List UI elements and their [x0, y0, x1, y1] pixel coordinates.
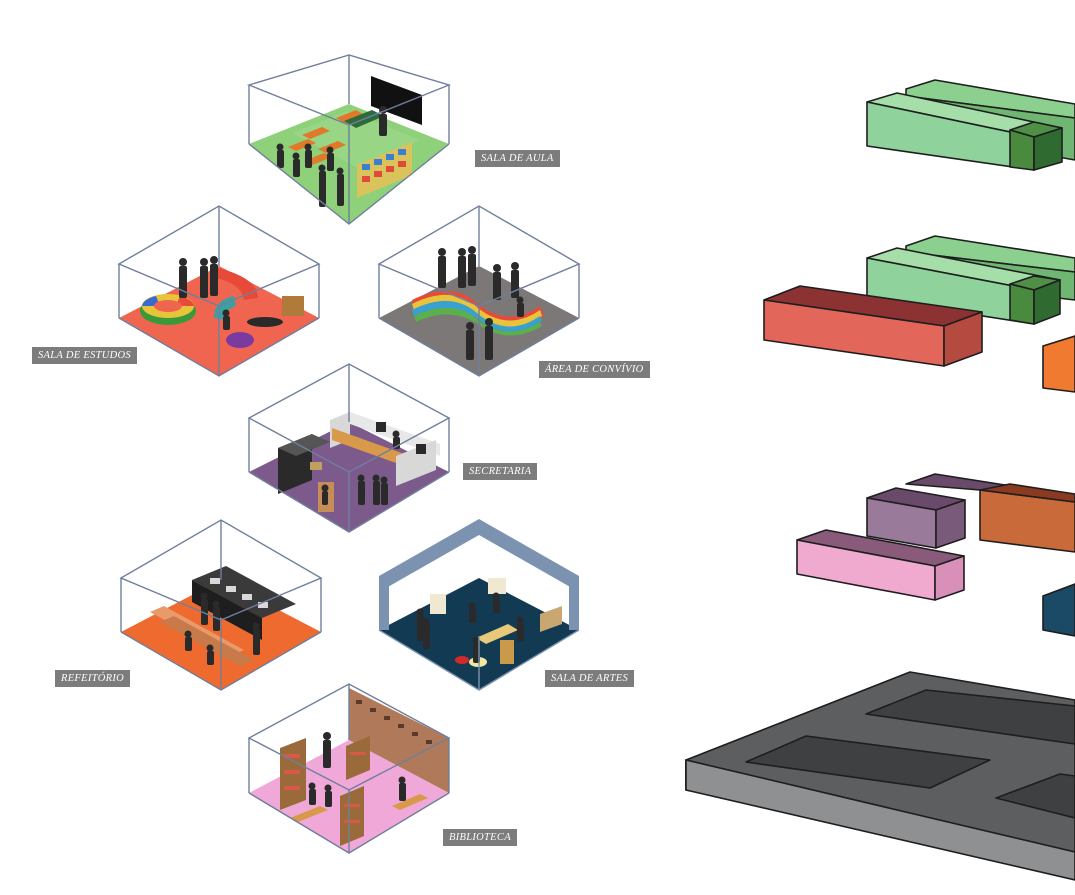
people-silhouettes — [308, 732, 406, 807]
blackboard — [371, 76, 422, 125]
room-frame — [119, 519, 323, 691]
people-silhouettes — [416, 592, 524, 663]
label-sala-de-artes: SALA DE ARTES — [545, 670, 635, 687]
label-biblioteca: BIBLIOTECA — [443, 829, 517, 846]
room-frame — [247, 683, 451, 854]
room-floor — [379, 578, 579, 690]
people-silhouettes — [438, 246, 524, 360]
massing-blocks — [685, 79, 1075, 881]
room-frame — [117, 205, 321, 377]
room-biblioteca — [247, 683, 451, 854]
room-sala-de-estudos — [117, 205, 321, 377]
room-secretaria — [247, 363, 451, 533]
people-silhouettes — [184, 592, 260, 665]
label-refeitorio: REFEITÓRIO — [55, 670, 131, 687]
label-area-de-convivio: ÁREA DE CONVÍVIO — [539, 361, 650, 378]
room-area-de-convivio — [377, 205, 581, 377]
room-frame — [377, 205, 581, 377]
people-silhouettes — [321, 422, 426, 505]
label-secretaria: SECRETARIA — [463, 463, 538, 480]
room-refeitorio — [119, 519, 323, 691]
room-sala-de-aula — [246, 54, 452, 225]
room-sala-de-artes — [378, 519, 580, 691]
label-sala-de-estudos: SALA DE ESTUDOS — [32, 347, 137, 364]
label-sala-de-aula: SALA DE AULA — [475, 150, 560, 167]
room-frame — [247, 363, 451, 533]
room-frame — [246, 54, 452, 225]
